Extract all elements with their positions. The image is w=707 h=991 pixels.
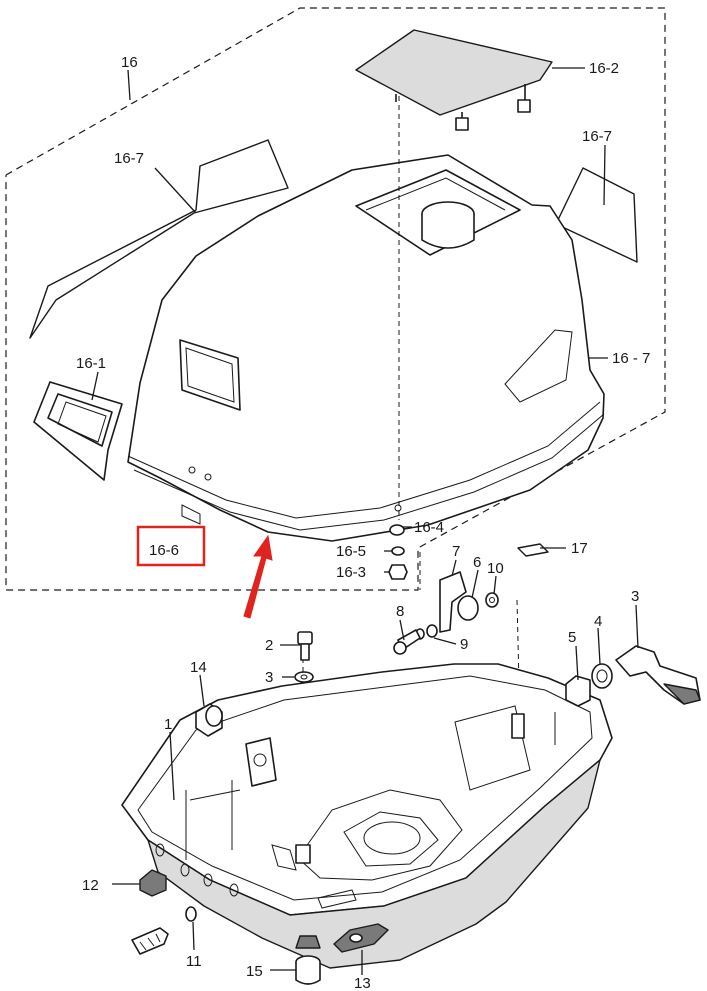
label-6: 6	[473, 554, 481, 571]
label-7: 7	[452, 543, 460, 560]
part-16-2-cover	[355, 29, 553, 131]
label-4: 4	[594, 613, 602, 630]
label-8: 8	[396, 603, 404, 620]
part-15-drain-plug	[295, 935, 321, 985]
label-11: 11	[186, 953, 202, 970]
label-16-5: 16-5	[336, 543, 366, 560]
label-14: 14	[190, 659, 207, 676]
highlight-box	[136, 525, 206, 567]
decal-16-7-left	[29, 139, 289, 339]
label-16-7-side: 16 - 7	[612, 350, 650, 367]
decal-16-7-right	[555, 167, 638, 263]
label-16-7-left: 16-7	[114, 150, 144, 167]
label-1: 1	[164, 716, 172, 733]
part-14-grommet	[195, 703, 223, 737]
label-10: 10	[487, 560, 504, 577]
label-3-handle: 3	[631, 588, 639, 605]
label-5: 5	[568, 629, 576, 646]
fasteners-16-3-5	[388, 524, 408, 580]
highlight-16-6	[136, 525, 273, 619]
part-13-oval-grommet	[333, 923, 389, 953]
label-16-3: 16-3	[336, 564, 366, 581]
label-12: 12	[82, 877, 99, 894]
label-13: 13	[354, 975, 371, 991]
bottom-cowling	[121, 663, 613, 969]
leader-lines	[91, 67, 639, 975]
label-3-washer: 3	[265, 669, 273, 686]
label-17: 17	[571, 540, 588, 557]
part-labels: 16 16-2 16-7 16-7 16 - 7 16-1 16-6 16-4 …	[76, 54, 650, 991]
label-16-7-right: 16-7	[582, 128, 612, 145]
part-17-decal	[517, 543, 549, 557]
label-16-2: 16-2	[589, 60, 619, 77]
part-16-1-seal	[33, 381, 123, 481]
label-15: 15	[246, 963, 263, 980]
part-12-plug	[139, 869, 167, 897]
label-16: 16	[121, 54, 138, 71]
bolt-2-washer-3	[294, 631, 314, 683]
part-11-screw	[131, 906, 197, 955]
top-cowling	[127, 154, 605, 542]
label-16-4: 16-4	[414, 519, 444, 536]
handle-assembly	[565, 645, 701, 707]
label-2: 2	[265, 637, 273, 654]
label-16-6: 16-6	[149, 542, 179, 559]
highlight-arrow	[243, 534, 273, 619]
lever-assembly	[393, 571, 499, 655]
label-16-1: 16-1	[76, 355, 106, 372]
label-9: 9	[460, 636, 468, 653]
